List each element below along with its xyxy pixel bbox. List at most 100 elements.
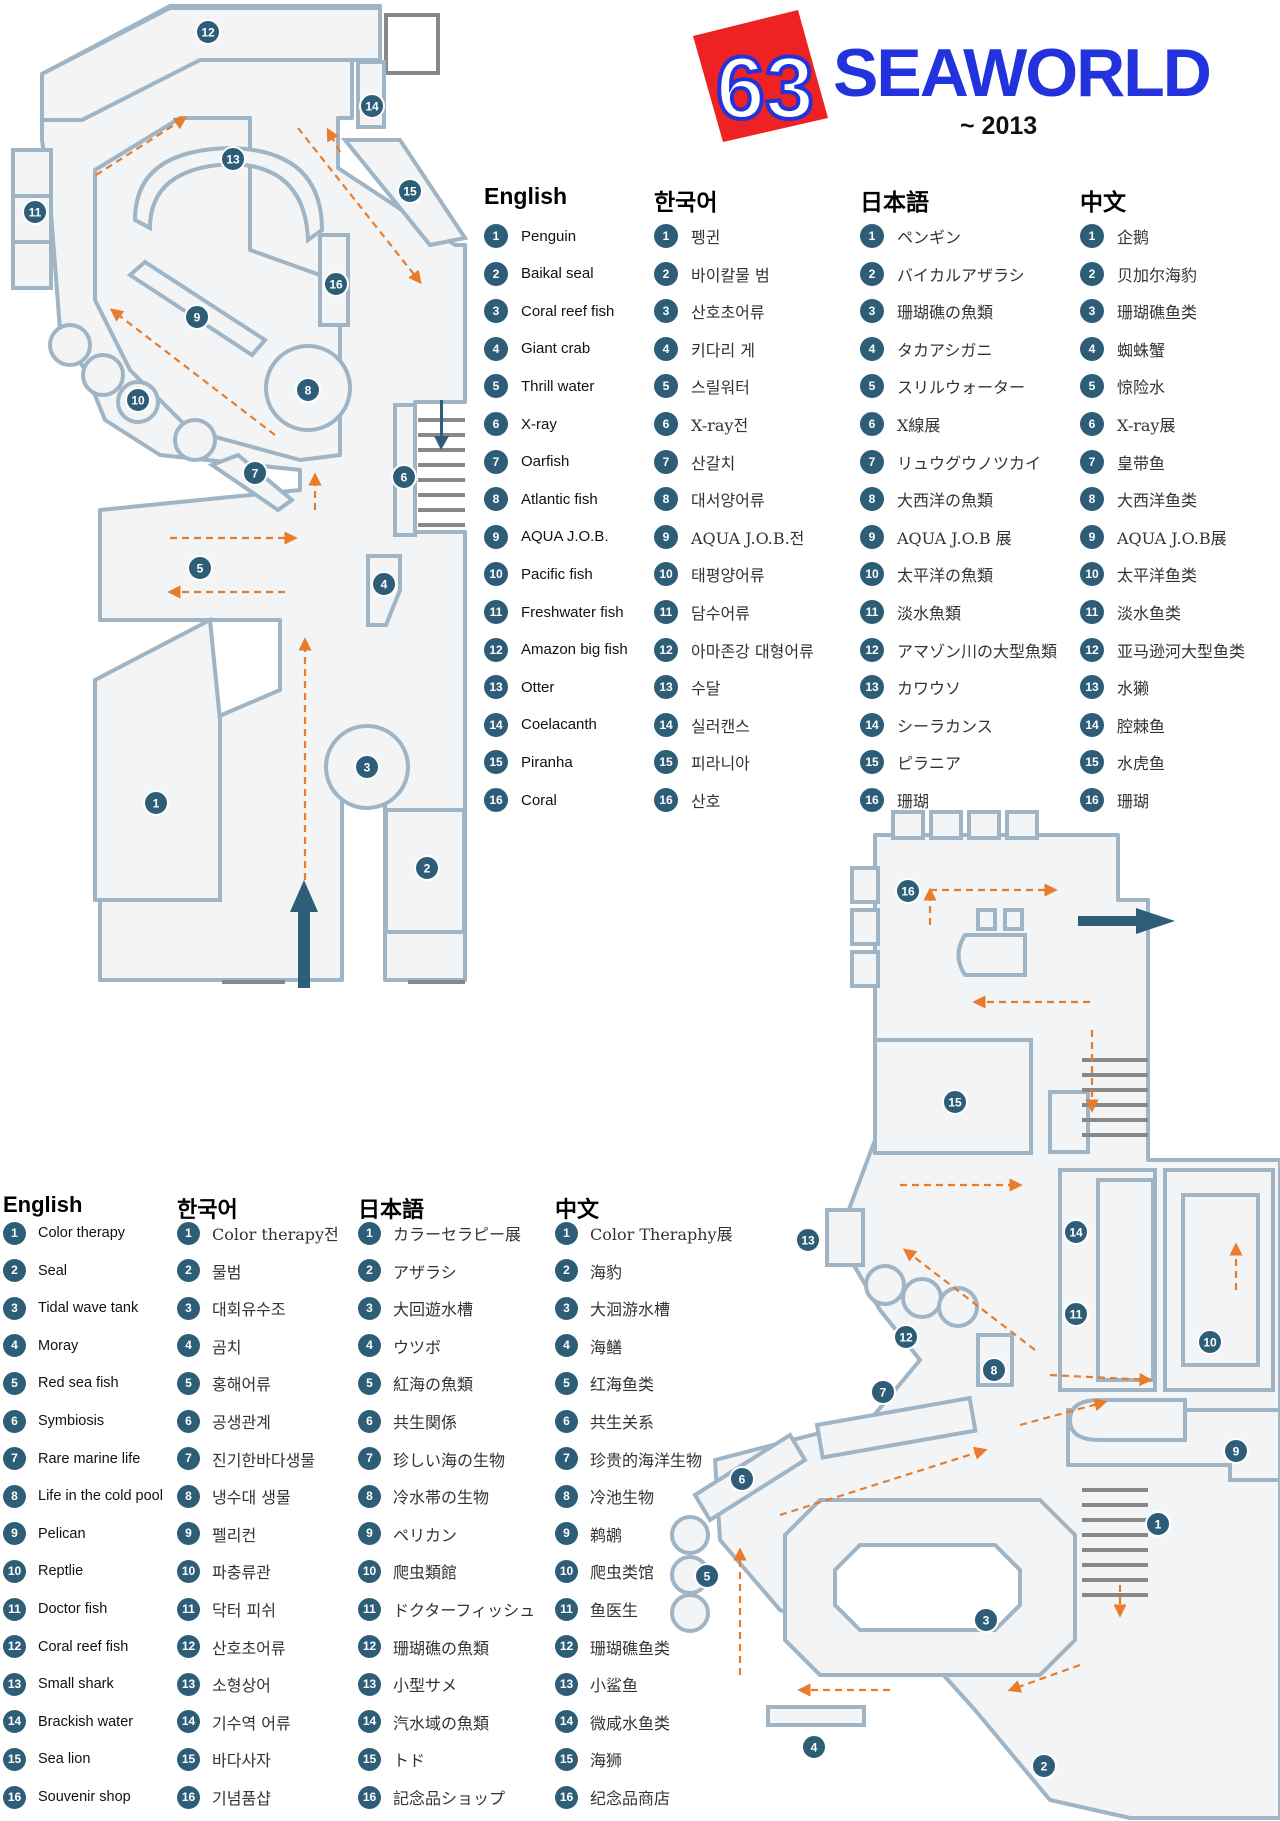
legend-number-badge: 1 bbox=[555, 1221, 578, 1245]
map-marker bbox=[942, 1089, 968, 1115]
logo-63-mark: 63 bbox=[693, 10, 828, 142]
legend-number-badge: 3 bbox=[177, 1296, 200, 1320]
legend-label-ko: 파충류관 bbox=[212, 1563, 271, 1583]
legend-label-zh: 海豹 bbox=[590, 1262, 623, 1282]
legend-label-en: Atlantic fish bbox=[521, 490, 598, 508]
legend-number-badge: 9 bbox=[1080, 524, 1104, 549]
legend-number-badge: 10 bbox=[358, 1559, 381, 1583]
map-marker bbox=[801, 1734, 827, 1760]
legend-number-badge: 9 bbox=[358, 1522, 381, 1546]
legend-number-badge: 7 bbox=[177, 1447, 200, 1471]
seaworld-logo: 63 SEAWORLD ~ 2013 bbox=[688, 6, 1248, 146]
map-marker-number: 2 bbox=[424, 862, 431, 876]
legend-label-zh: 共生关系 bbox=[590, 1413, 655, 1432]
legend-number-badge: 14 bbox=[177, 1710, 200, 1734]
legend-header-en: English bbox=[3, 1192, 83, 1217]
map-marker bbox=[397, 178, 423, 204]
legend-number-badge: 15 bbox=[555, 1747, 578, 1771]
legend-number-badge: 3 bbox=[555, 1296, 578, 1320]
legend-number-badge: 15 bbox=[3, 1747, 26, 1771]
legend-number-badge: 14 bbox=[484, 712, 508, 737]
map-marker bbox=[893, 1324, 919, 1350]
legend-number-badge: 15 bbox=[177, 1747, 200, 1771]
map-marker bbox=[1145, 1511, 1171, 1537]
legend-number-badge: 14 bbox=[654, 712, 678, 737]
legend-number-badge: 16 bbox=[555, 1785, 578, 1809]
legend-number-badge: 4 bbox=[1080, 336, 1104, 361]
legend-number-badge: 16 bbox=[1080, 788, 1104, 812]
floor2-tanks bbox=[670, 810, 1280, 1727]
map-marker-number: 15 bbox=[948, 1096, 962, 1110]
legend-number-badge: 2 bbox=[1080, 261, 1104, 286]
map-marker bbox=[371, 571, 397, 597]
legend-number-badge: 3 bbox=[3, 1296, 26, 1320]
map-marker-number: 16 bbox=[329, 278, 343, 292]
legend-number-badge: 8 bbox=[860, 487, 884, 512]
legend-number-badge: 16 bbox=[860, 788, 884, 812]
legend-number-badge: 1 bbox=[1080, 224, 1104, 248]
legend-number-badge: 6 bbox=[654, 412, 678, 436]
legend-label-ko: 산호 bbox=[691, 792, 721, 811]
legend-header-ko: 한국어 bbox=[177, 1197, 238, 1222]
map-marker-number: 1 bbox=[153, 797, 160, 811]
legend-label-ja: スリルウォーター bbox=[897, 378, 1026, 398]
legend-label-ko: 물범 bbox=[212, 1262, 242, 1282]
legend-header-zh: 中文 bbox=[555, 1197, 600, 1222]
map-marker-number: 15 bbox=[403, 185, 417, 199]
legend-label-zh: 海鳝 bbox=[590, 1337, 623, 1357]
map-marker bbox=[187, 555, 213, 581]
legend-number-badge: 10 bbox=[484, 562, 508, 587]
legend-label-zh: 大西洋鱼类 bbox=[1117, 491, 1198, 511]
map-marker bbox=[1031, 1753, 1057, 1779]
legend-number-badge: 14 bbox=[860, 712, 884, 737]
floor1-route-arrows bbox=[95, 116, 422, 880]
legend-label-en: Baikal seal bbox=[521, 265, 594, 283]
legend-label-zh: 水虎鱼 bbox=[1117, 754, 1166, 774]
map-marker bbox=[1063, 1301, 1089, 1327]
legend-number-badge: 16 bbox=[484, 788, 508, 812]
legend-label-zh: 腔棘鱼 bbox=[1117, 716, 1166, 736]
map-marker bbox=[1197, 1329, 1223, 1355]
legend-number-badge: 13 bbox=[484, 675, 508, 700]
legend-label-ko: 냉수대 생물 bbox=[212, 1488, 291, 1508]
legend-label-en: Moray bbox=[38, 1337, 79, 1354]
legend-number-badge: 15 bbox=[860, 750, 884, 775]
map-marker bbox=[1063, 1219, 1089, 1245]
legend-label-zh: 亚马逊河大型鱼类 bbox=[1117, 641, 1246, 661]
map-marker-number: 1 bbox=[1155, 1518, 1162, 1532]
legend-number-badge: 3 bbox=[860, 299, 884, 324]
legend-label-en: Pacific fish bbox=[521, 565, 593, 583]
map-marker-number: 12 bbox=[899, 1331, 913, 1345]
legend-number-badge: 11 bbox=[860, 600, 884, 624]
legend-label-ja: アザラシ bbox=[393, 1262, 457, 1282]
map-marker bbox=[22, 199, 48, 225]
